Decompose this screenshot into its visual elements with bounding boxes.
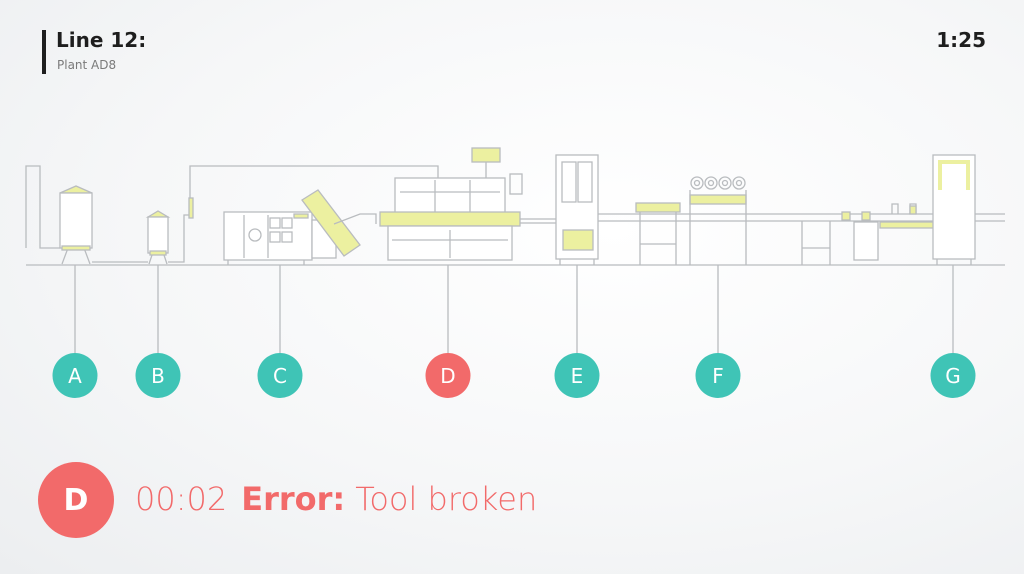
station-f-button[interactable]: F (695, 353, 741, 398)
station-e-button[interactable]: E (554, 353, 600, 398)
header-accent-bar (42, 30, 46, 74)
status-message: 00:02 Error:Tool broken (135, 480, 537, 518)
status-text: Tool broken (355, 480, 538, 518)
station-pointer-lines (74, 265, 954, 353)
machine-cabinet-e (555, 154, 1005, 265)
status-label: Error: (241, 480, 346, 518)
station-g-button[interactable]: G (930, 353, 976, 398)
machine-feeder-c (223, 189, 377, 265)
machine-packager-g (841, 154, 976, 265)
line-title: Line 12: (56, 28, 147, 52)
status-station-badge: D (38, 462, 114, 538)
station-c-button[interactable]: C (257, 353, 303, 398)
machine-silo-b (145, 165, 439, 265)
plant-name: Plant AD8 (57, 58, 117, 72)
station-d-button[interactable]: D (425, 353, 471, 398)
machine-winder-f (635, 176, 831, 265)
machine-silo-a (25, 165, 148, 265)
status-time: 00:02 (135, 480, 228, 518)
station-b-button[interactable]: B (135, 353, 181, 398)
clock: 1:25 (936, 28, 986, 52)
machine-extruder-d (379, 147, 556, 261)
station-a-button[interactable]: A (52, 353, 98, 398)
